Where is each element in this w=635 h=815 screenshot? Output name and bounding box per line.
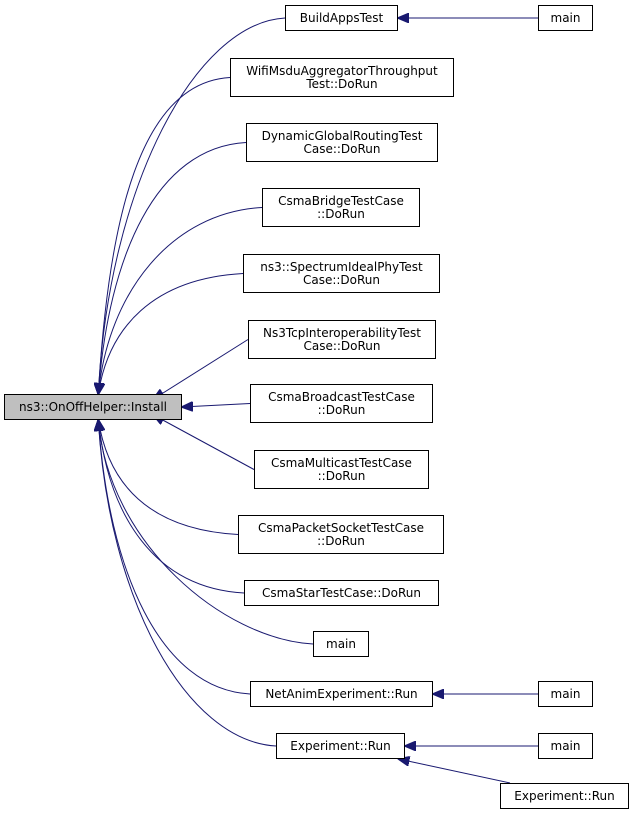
node-csma-broadcast[interactable]: CsmaBroadcastTestCase::DoRun <box>250 384 433 423</box>
node-csma-packet-socket[interactable]: CsmaPacketSocketTestCase::DoRun <box>238 515 444 554</box>
node-label-line: Test::DoRun <box>306 76 378 91</box>
edge-dyn_global-to-root <box>98 142 247 395</box>
edge-csma_bridge-to-root <box>98 207 263 395</box>
node-experiment-run-caller[interactable]: Experiment::Run <box>500 783 629 809</box>
node-label-line: Experiment::Run <box>514 788 615 803</box>
node-root: ns3::OnOffHelper::Install <box>4 394 182 420</box>
node-label-line: Case::DoRun <box>303 338 381 353</box>
node-build-apps-test[interactable]: BuildAppsTest <box>285 5 398 31</box>
node-netanim-experiment[interactable]: NetAnimExperiment::Run <box>250 681 433 707</box>
node-label-line: main <box>550 686 581 701</box>
edge-experiment_run_caller-to-experiment_run <box>399 759 511 784</box>
node-label: main <box>326 636 356 651</box>
edge-main_direct-to-root <box>98 420 314 645</box>
node-label-line: CsmaPacketSocketTestCase <box>257 520 425 535</box>
edge-wifi_msdu-to-root <box>98 77 231 395</box>
node-label-line: CsmaMulticastTestCase <box>271 455 412 470</box>
node-label-line: Experiment::Run <box>290 738 391 753</box>
node-label: Experiment::Run <box>514 788 615 803</box>
node-csma-star[interactable]: CsmaStarTestCase::DoRun <box>244 580 439 606</box>
edge-netanim-to-root <box>98 420 251 695</box>
node-label: BuildAppsTest <box>299 10 384 25</box>
edge-csma_packet-to-root <box>98 420 239 535</box>
node-csma-multicast[interactable]: CsmaMulticastTestCase::DoRun <box>254 450 429 489</box>
node-label-line: ::DoRun <box>317 533 365 548</box>
node-label: main <box>550 686 581 701</box>
node-main-experiment[interactable]: main <box>538 733 593 759</box>
edge-ns3tcp-to-root <box>154 339 249 400</box>
node-label-line: ::DoRun <box>317 206 365 221</box>
node-main-netanim[interactable]: main <box>538 681 593 707</box>
edge-csma_broadcast-to-root <box>182 404 251 408</box>
edge-csma_multicast-to-root <box>154 415 255 470</box>
node-label-line: ns3::SpectrumIdealPhyTest <box>260 259 423 274</box>
node-label-line: main <box>550 10 581 25</box>
node-main-build-apps[interactable]: main <box>538 5 593 31</box>
node-label-line: CsmaStarTestCase::DoRun <box>262 585 421 600</box>
node-label: main <box>550 10 581 25</box>
node-label-line: Ns3TcpInteroperabilityTest <box>263 325 421 340</box>
node-label-line: WifiMsduAggregatorThroughput <box>246 63 438 78</box>
node-label-line: BuildAppsTest <box>299 10 384 25</box>
node-label: ns3::OnOffHelper::Install <box>18 399 167 414</box>
node-label-line: main <box>326 636 356 651</box>
node-label-line: Case::DoRun <box>303 141 381 156</box>
node-label: main <box>550 738 581 753</box>
edge-spectrum-to-root <box>98 273 244 395</box>
edge-build_apps_test-to-root <box>98 17 286 394</box>
node-label: CsmaBroadcastTestCase::DoRun <box>268 389 415 417</box>
node-label: CsmaMulticastTestCase::DoRun <box>271 455 412 483</box>
node-label: CsmaStarTestCase::DoRun <box>262 585 421 600</box>
node-csma-bridge[interactable]: CsmaBridgeTestCase::DoRun <box>262 188 420 227</box>
node-label-line: DynamicGlobalRoutingTest <box>261 128 423 143</box>
node-label-line: CsmaBroadcastTestCase <box>268 389 415 404</box>
node-label-line: CsmaBridgeTestCase <box>278 193 404 208</box>
edge-experiment_run-to-root <box>98 420 277 747</box>
node-label-line: ns3::OnOffHelper::Install <box>18 399 167 414</box>
node-label: CsmaPacketSocketTestCase::DoRun <box>257 520 425 548</box>
node-label: Experiment::Run <box>290 738 391 753</box>
edge-csma_star-to-root <box>98 420 245 594</box>
node-label-line: ::DoRun <box>317 468 366 483</box>
node-experiment-run[interactable]: Experiment::Run <box>276 733 405 759</box>
node-label: CsmaBridgeTestCase::DoRun <box>278 193 404 221</box>
edges-layer <box>98 17 538 784</box>
node-label-line: main <box>550 738 581 753</box>
node-label-line: Case::DoRun <box>302 272 381 287</box>
node-main-direct[interactable]: main <box>313 631 369 657</box>
node-label-line: ::DoRun <box>317 402 366 417</box>
node-label-line: NetAnimExperiment::Run <box>265 686 418 701</box>
node-label: NetAnimExperiment::Run <box>265 686 418 701</box>
